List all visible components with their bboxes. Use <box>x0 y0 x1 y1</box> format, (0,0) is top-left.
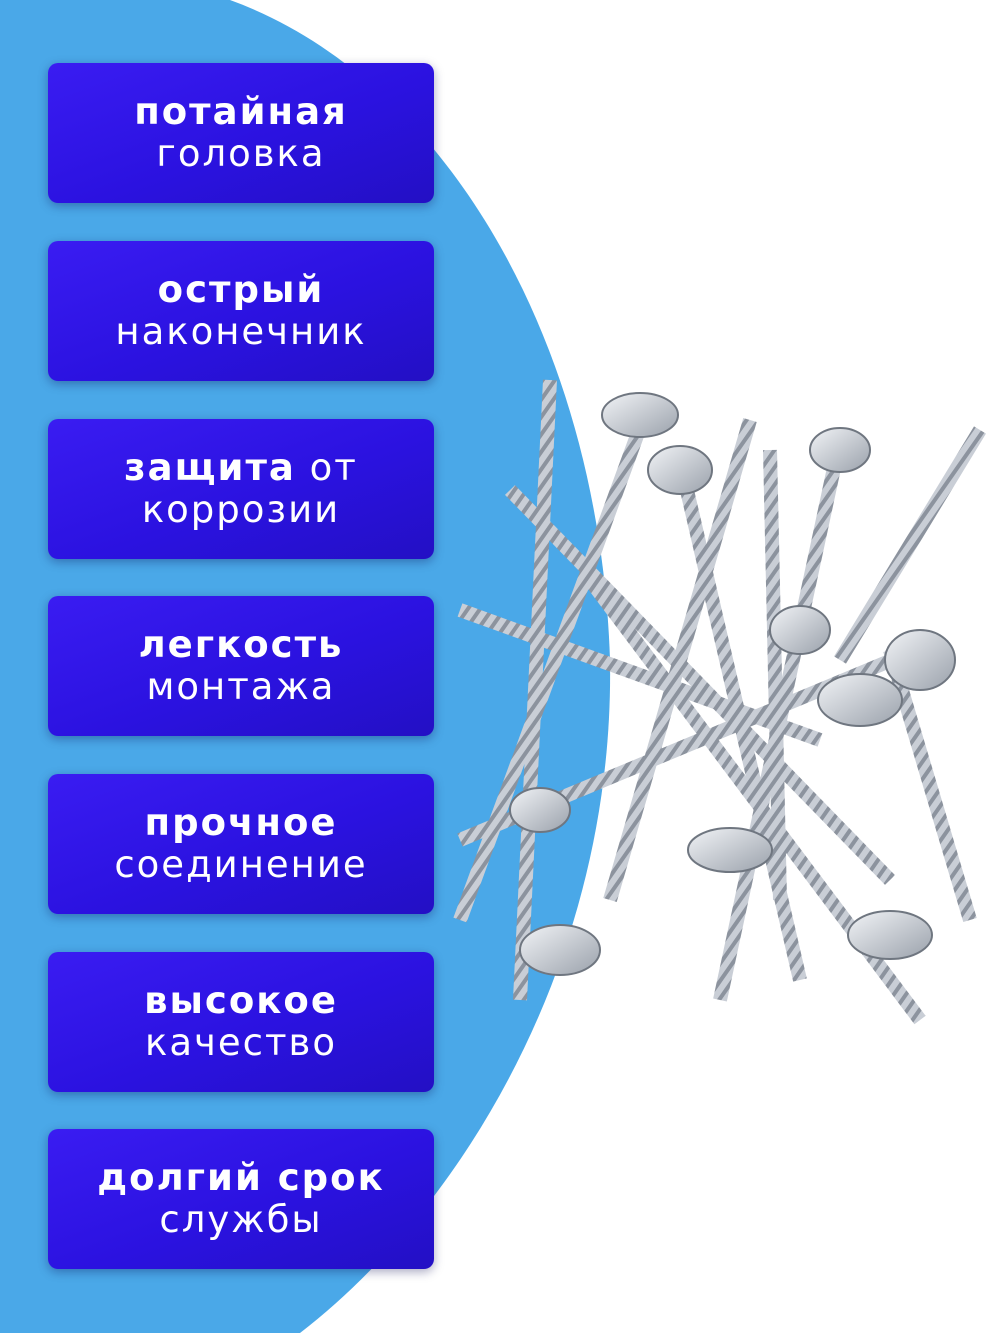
feature-subtitle: монтажа <box>146 665 336 708</box>
feature-card-sharp-tip: острый наконечник <box>48 241 434 381</box>
feature-card-countersunk-head: потайная головка <box>48 63 434 203</box>
screw-pile-image <box>453 379 986 1025</box>
feature-card-easy-installation: легкость монтажа <box>48 596 434 736</box>
feature-subtitle: соединение <box>114 843 368 886</box>
feature-subtitle: качество <box>145 1021 337 1064</box>
feature-card-high-quality: высокое качество <box>48 952 434 1092</box>
feature-card-corrosion-protection: защита от коррозии <box>48 419 434 559</box>
feature-card-long-service-life: долгий срок службы <box>48 1129 434 1269</box>
feature-subtitle: коррозии <box>141 488 341 531</box>
feature-subtitle: наконечник <box>115 310 367 353</box>
feature-title: острый <box>157 268 325 311</box>
feature-title: прочное <box>144 801 338 844</box>
feature-title: легкость <box>138 623 344 666</box>
feature-title: потайная <box>134 90 348 133</box>
feature-title: долгий срок <box>97 1156 385 1199</box>
feature-title: высокое <box>144 979 338 1022</box>
feature-title: защита <box>124 446 296 489</box>
feature-subtitle: службы <box>159 1198 323 1241</box>
feature-title-extra: от <box>295 446 358 489</box>
feature-subtitle: головка <box>156 132 326 175</box>
feature-card-strong-connection: прочное соединение <box>48 774 434 914</box>
